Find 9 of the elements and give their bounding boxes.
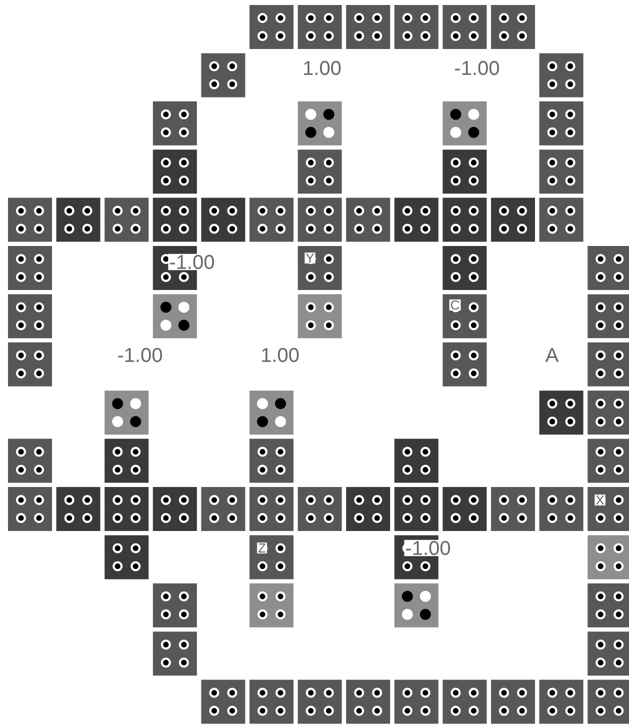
value-label: 1.00 [302, 60, 342, 76]
letter-label: X [594, 494, 606, 506]
value-label: -1.00 [116, 346, 164, 364]
value-label: 1.00 [260, 346, 300, 364]
value-label: -1.00 [404, 540, 452, 556]
letter-label: Y [304, 252, 316, 264]
letter-label: Z [257, 542, 267, 554]
value-label: -1.00 [453, 60, 501, 76]
value-label: A [544, 347, 560, 363]
